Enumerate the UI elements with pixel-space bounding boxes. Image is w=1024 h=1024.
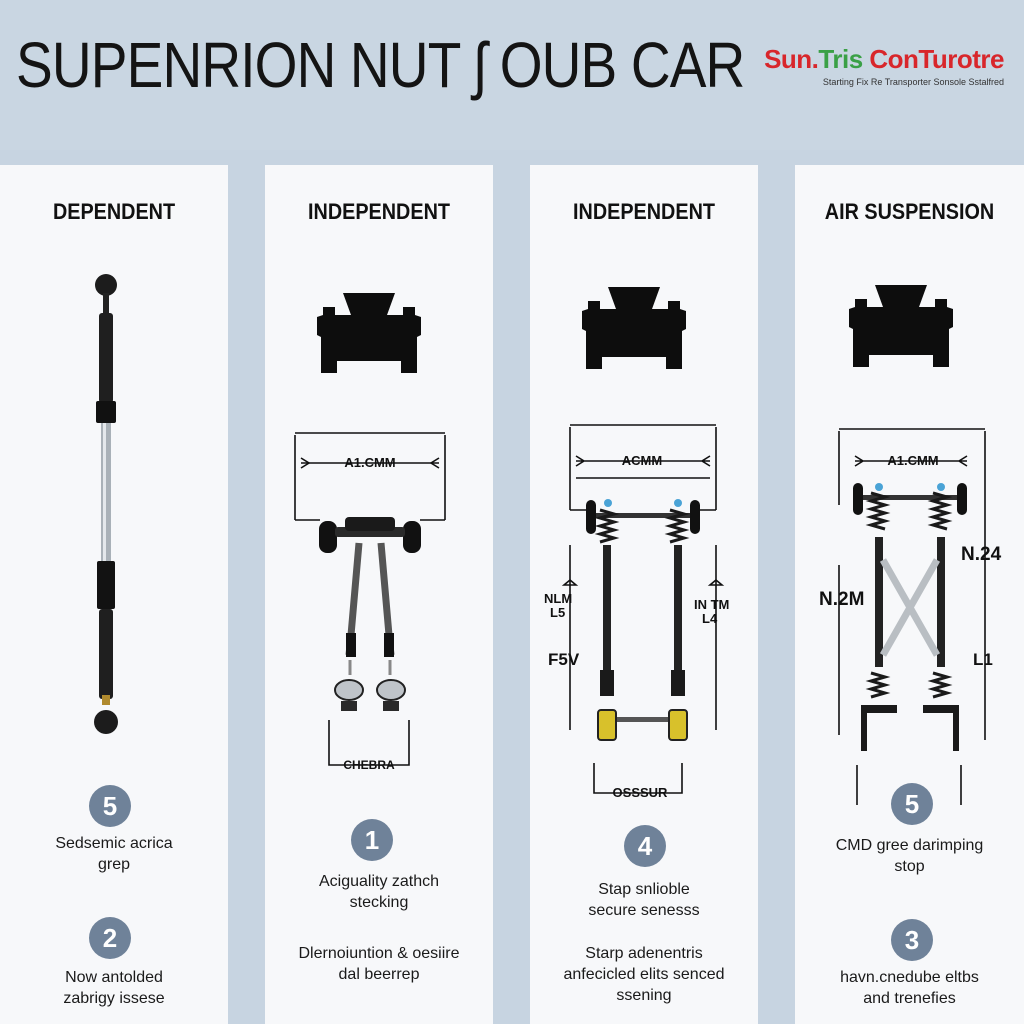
car-front-icon: A1.CMM CHEBRA <box>294 293 446 772</box>
dimension-label: ACMM <box>622 453 662 468</box>
brand-name-part2: Tris <box>818 44 863 74</box>
item-number-badge: 3 <box>891 919 933 961</box>
dimension-label: A1.CMM <box>344 455 395 470</box>
panel-title: DEPENDENT <box>52 199 176 224</box>
car-front-icon: ACMM NLM L5 F5V IN TM L4 OSSSUR <box>544 287 729 800</box>
dimension-label: F5V <box>548 650 580 669</box>
item-caption: Now antolded zabrigy issese <box>63 969 165 1007</box>
dimension-label: L4 <box>702 611 718 626</box>
item-caption: Starp adenentris anfecicled elits senced… <box>563 945 725 1004</box>
suspension-strut-icon <box>94 274 118 734</box>
item-caption: havn.cnedube eltbs and trenefies <box>840 969 979 1007</box>
dimension-label: NLM <box>544 591 572 606</box>
item-caption: Stap snlioble secure senesss <box>588 881 700 919</box>
part-label: OSSSUR <box>613 785 669 800</box>
panel-independent-2: INDEPENDENT ACMM NLM L5 F5V IN TM L4 OSS… <box>530 165 758 1024</box>
item-number-badge: 5 <box>891 783 933 825</box>
dimension-label: L1 <box>973 650 993 669</box>
header: SUPENRION NUT ʃ OUB CAR Sun.Tris ConTuro… <box>0 0 1024 150</box>
dimension-label: N.24 <box>961 544 1002 565</box>
panel-title: INDEPENDENT <box>573 199 715 224</box>
car-front-icon: A1.CMM N.2M N.24 L1 <box>819 285 1002 805</box>
brand-name-part3: ConTurotre <box>862 44 1004 74</box>
panel-title: INDEPENDENT <box>308 199 450 224</box>
item-caption: Aciguality zathch stecking <box>318 873 440 911</box>
dimension-label: N.2M <box>819 589 864 610</box>
brand-name: Sun.Tris ConTurotre <box>764 44 1004 75</box>
item-caption: Dlernoiuntion & oesiire dal beerrep <box>298 945 460 983</box>
item-number-badge: 5 <box>89 785 131 827</box>
dimension-label: L5 <box>550 605 565 620</box>
brand-logo: Sun.Tris ConTurotre Starting Fix Re Tran… <box>764 44 1004 87</box>
item-caption: Sedsemic acrica grep <box>55 835 173 873</box>
panel-title: AIR SUSPENSION <box>824 199 995 224</box>
dimension-label: A1.CMM <box>887 453 938 468</box>
item-number-badge: 4 <box>624 825 666 867</box>
part-label: CHEBRA <box>343 758 395 772</box>
panel-air-suspension: AIR SUSPENSION A1.CMM N.2M N.24 L1 <box>795 165 1024 1024</box>
panel-independent-1: INDEPENDENT A1.CMM CHEBRA <box>265 165 493 1024</box>
brand-tagline: Starting Fix Re Transporter Sonsole Ssta… <box>822 77 1004 87</box>
item-number-badge: 2 <box>89 917 131 959</box>
dimension-label: IN TM <box>694 597 729 612</box>
item-caption: CMD gree darimping stop <box>835 837 984 875</box>
panel-dependent: DEPENDENT 5 Sedsemic acrica grep 2 Now a… <box>0 165 228 1024</box>
brand-name-part1: Sun. <box>764 44 819 74</box>
page-title: SUPENRION NUT ʃ OUB CAR <box>16 29 745 101</box>
item-number-badge: 1 <box>351 819 393 861</box>
